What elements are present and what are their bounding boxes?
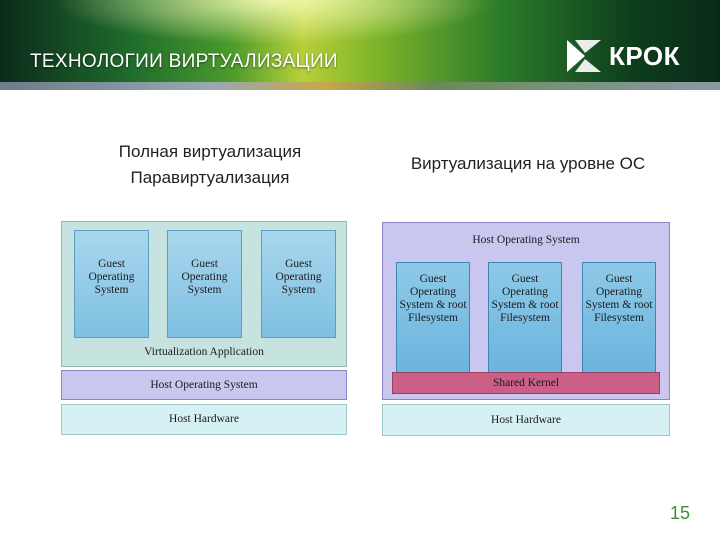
left-heading-line2: Паравиртуализация bbox=[130, 168, 290, 187]
host-os-label: Host Operating System bbox=[472, 233, 580, 246]
slide-title: ТЕХНОЛОГИИ ВИРТУАЛИЗАЦИИ bbox=[30, 51, 338, 72]
page-number: 15 bbox=[669, 503, 691, 523]
krok-logo-icon bbox=[567, 40, 601, 72]
logo-text: КРОК bbox=[609, 40, 680, 71]
left-heading: Полная виртуализация Паравиртуализация bbox=[55, 139, 365, 191]
right-diagram: Host Operating System Guest Operating Sy… bbox=[382, 222, 670, 436]
virtualization-application-label: Virtualization Application bbox=[144, 345, 264, 358]
krok-logo: КРОК bbox=[565, 36, 680, 76]
host-os-layer: Host Operating System bbox=[61, 370, 347, 400]
header-banner: ТЕХНОЛОГИИ ВИРТУАЛИЗАЦИИ КРОК bbox=[0, 0, 720, 90]
left-heading-line1: Полная виртуализация bbox=[118, 142, 302, 161]
guest-os-box: Guest Operating System & root Filesystem bbox=[582, 262, 656, 374]
guest-os-box: Guest Operating System & root Filesystem bbox=[488, 262, 562, 374]
guest-os-box: Guest Operating System bbox=[167, 230, 242, 338]
guest-os-box: Guest Operating System bbox=[261, 230, 336, 338]
guest-os-box: Guest Operating System bbox=[74, 230, 149, 338]
host-hardware-layer: Host Hardware bbox=[61, 404, 347, 435]
right-heading: Виртуализация на уровне ОС bbox=[410, 154, 646, 173]
guest-os-box: Guest Operating System & root Filesystem bbox=[396, 262, 470, 374]
host-hardware-layer: Host Hardware bbox=[382, 404, 670, 436]
left-diagram: Guest Operating System Guest Operating S… bbox=[61, 221, 347, 435]
shared-kernel-layer: Shared Kernel bbox=[392, 372, 660, 394]
